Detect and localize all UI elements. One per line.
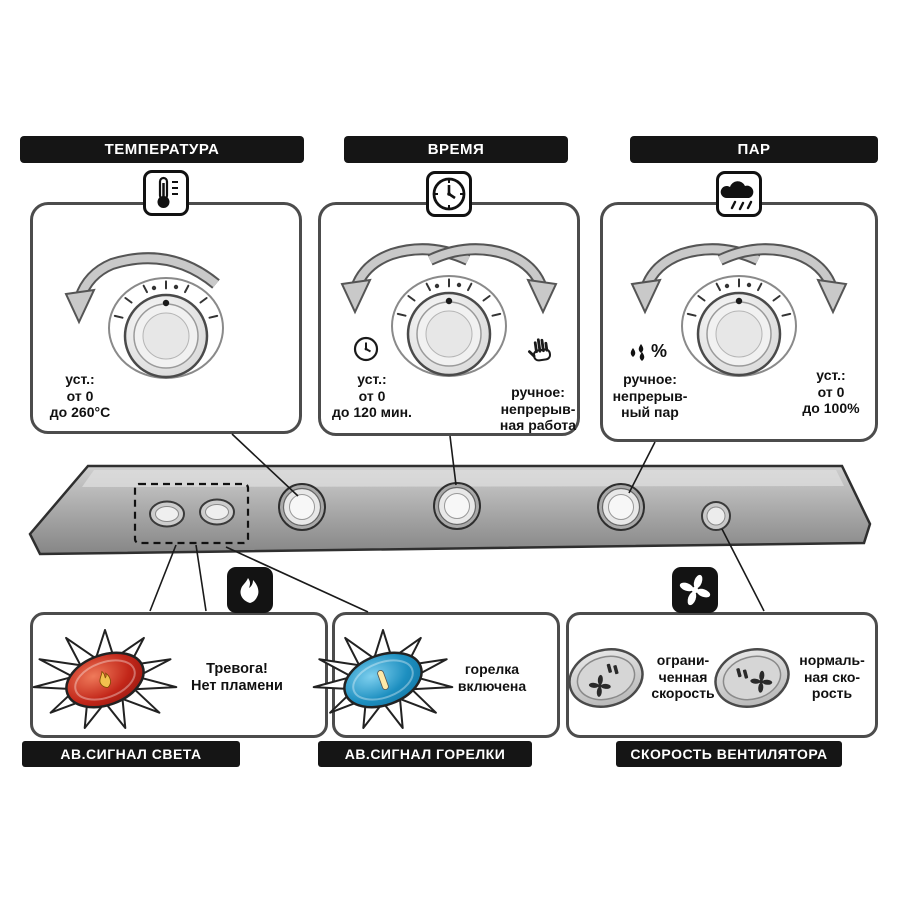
thermometer-icon	[157, 176, 178, 208]
temperature-set-text: уст.: от 0 до 260°C	[49, 371, 111, 421]
panel-knob-temperature	[278, 483, 326, 531]
steam-set-text: уст.: от 0 до 100%	[802, 367, 860, 417]
label-burner-alarm: АВ.СИГНАЛ ГОРЕЛКИ	[318, 741, 532, 767]
header-time: ВРЕМЯ	[344, 136, 568, 163]
flame-icon	[240, 578, 259, 603]
clock-icon-tile	[426, 171, 472, 217]
header-temperature: ТЕМПЕРАТУРА	[20, 136, 304, 163]
steam-icon-tile	[716, 171, 762, 217]
time-manual-text: ручное: непрерыв- ная работа	[499, 384, 577, 434]
steam-icon	[720, 181, 754, 211]
label-fan-speed: СКОРОСТЬ ВЕНТИЛЯТОРА	[616, 741, 842, 767]
thermometer-icon-tile	[143, 170, 189, 216]
panel-lamp-burner	[199, 498, 235, 526]
panel-lamp-light	[149, 500, 185, 528]
burner-alarm-text: горелка включена	[457, 661, 527, 694]
fan-limited-text: ограни- ченная скорость	[651, 652, 715, 702]
light-alarm-text: Тревога! Нет пламени	[191, 661, 283, 695]
fan-normal-text: нормаль- ная ско- рость	[799, 652, 865, 702]
panel-button-fan-speed	[701, 501, 731, 531]
fan-icon-tile	[672, 567, 718, 613]
time-set-text: уст.: от 0 до 120 мин.	[332, 371, 412, 421]
header-steam: ПАР	[630, 136, 878, 163]
control-panel	[28, 464, 872, 556]
panel-knob-time	[433, 482, 481, 530]
clock-icon	[432, 177, 466, 211]
fan-icon	[679, 574, 711, 606]
label-light-alarm: АВ.СИГНАЛ СВЕТА	[22, 741, 240, 767]
indicator-lamps-dashed-outline	[133, 482, 250, 545]
panel-knob-steam	[597, 483, 645, 531]
flame-icon-tile	[227, 567, 273, 613]
steam-manual-text: ручное: непрерыв- ный пар	[612, 371, 688, 421]
control-panel-highlight	[82, 470, 844, 487]
